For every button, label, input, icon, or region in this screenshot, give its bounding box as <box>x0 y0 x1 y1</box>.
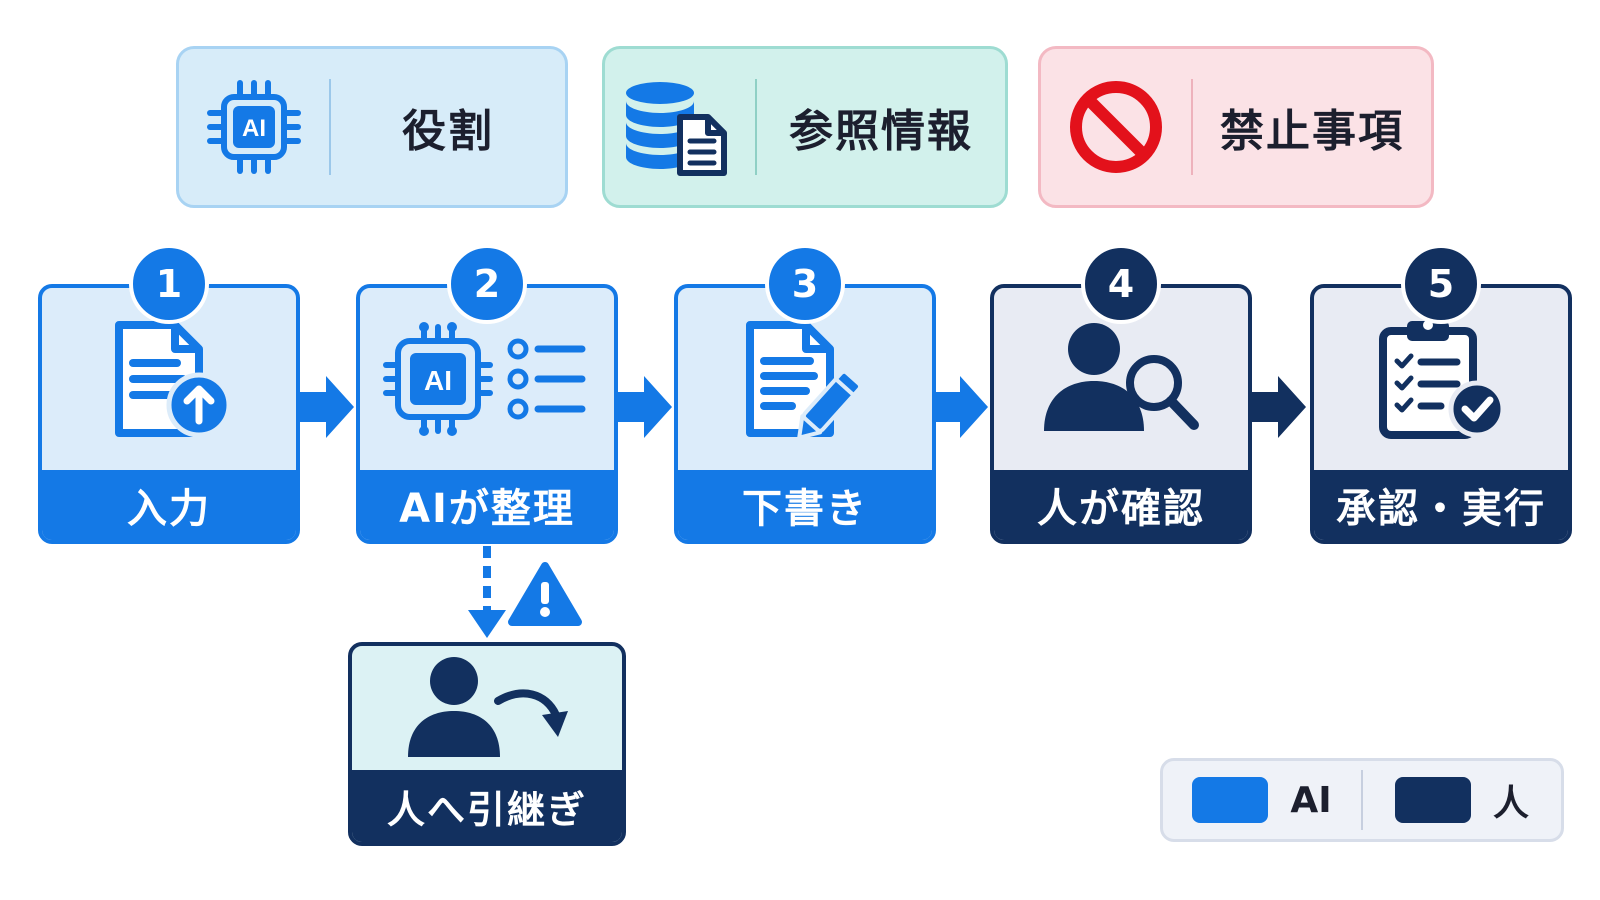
prohibited-items-card-label: 禁止事項 <box>1220 106 1404 157</box>
step-4-number-badge: 4 <box>1081 244 1161 324</box>
step-1-box: 入力 <box>38 284 300 544</box>
legend-item-human: 人 <box>1363 774 1561 826</box>
step-4-label: 人が確認 <box>994 470 1248 540</box>
step-1-number-badge: 1 <box>129 244 209 324</box>
database-document-icon <box>626 82 727 176</box>
step-5-box: 承認・実行 <box>1310 284 1572 544</box>
warning-icon <box>508 562 582 626</box>
legend-label-human: 人 <box>1492 783 1529 824</box>
legend-item-ai: AI <box>1163 777 1361 823</box>
ai-chip-list-icon: AI <box>383 322 586 436</box>
arrow-1-2 <box>300 376 354 438</box>
step-4-box: 人が確認 <box>990 284 1252 544</box>
arrow-4-5 <box>1252 376 1306 438</box>
step-3-number-badge: 3 <box>765 244 845 324</box>
step-5-number-badge: 5 <box>1401 244 1481 324</box>
legend-swatch-ai <box>1192 777 1269 823</box>
step-3-label: 下書き <box>678 470 932 540</box>
arrow-2-3 <box>618 376 672 438</box>
person-redirect-icon <box>408 657 568 757</box>
prohibited-icon <box>1070 81 1162 173</box>
step-2-number-badge: 2 <box>447 244 527 324</box>
handoff-box: 人へ引継ぎ <box>348 642 626 846</box>
legend-swatch-human <box>1394 777 1471 823</box>
clipboard-check-icon <box>1379 320 1506 439</box>
step-1-label: 入力 <box>42 470 296 540</box>
document-edit-icon <box>746 321 863 439</box>
ai-chip-icon: AI <box>207 80 301 174</box>
step-3-box: 下書き <box>674 284 936 544</box>
reference-info-card-label: 参照情報 <box>789 106 973 157</box>
role-card: AI 役割 <box>176 46 568 208</box>
step-2-box: AI AIが整理 <box>356 284 618 544</box>
prohibited-items-card: 禁止事項 <box>1038 46 1434 208</box>
svg-text:AI: AI <box>242 115 266 142</box>
svg-text:AI: AI <box>424 365 452 396</box>
role-card-label: 役割 <box>402 106 494 157</box>
arrow-3-4 <box>936 376 988 438</box>
legend-label-ai: AI <box>1290 779 1332 821</box>
step-2-label: AIが整理 <box>360 470 614 540</box>
step-5-label: 承認・実行 <box>1314 470 1568 540</box>
person-search-icon <box>1044 323 1199 431</box>
document-upload-icon <box>115 321 232 438</box>
handoff-label: 人へ引継ぎ <box>352 770 622 842</box>
reference-info-card: 参照情報 <box>602 46 1008 208</box>
legend: AI 人 <box>1160 758 1564 842</box>
handoff-dashed-arrow <box>468 546 506 638</box>
